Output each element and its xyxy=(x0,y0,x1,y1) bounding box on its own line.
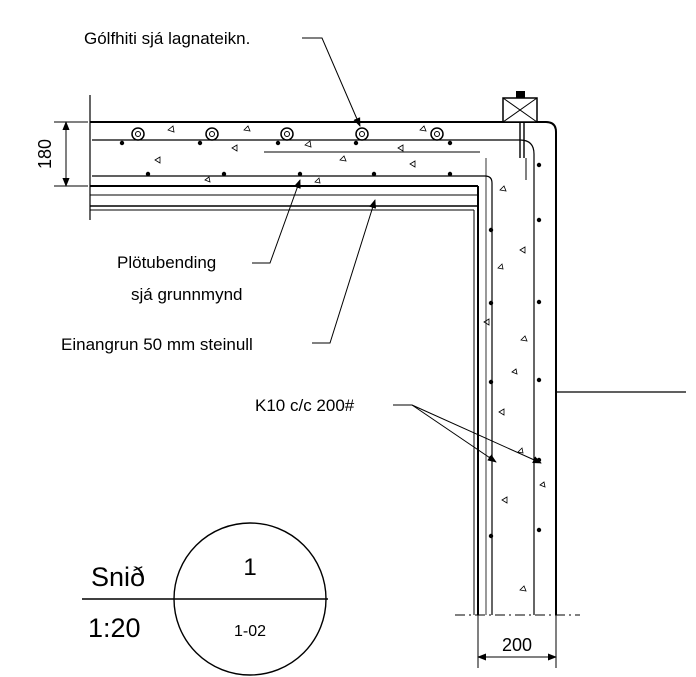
concrete-outline xyxy=(89,95,557,615)
insulation-leader xyxy=(312,199,377,344)
anchor-bolt xyxy=(502,91,538,158)
insulation-label: Einangrun 50 mm steinull xyxy=(61,335,253,354)
dimension-slab xyxy=(54,121,88,187)
reinforcement-bars xyxy=(92,139,535,615)
slab-reinforcement-leader xyxy=(252,179,301,264)
section-scale: 1:20 xyxy=(88,613,141,643)
section-title: Snið xyxy=(91,562,145,592)
insulation-layer xyxy=(90,194,478,615)
floor-heating-label: Gólfhiti sjá lagnateikn. xyxy=(84,29,250,48)
section-number: 1 xyxy=(243,554,256,581)
slab-reinforcement-label-2: sjá grunnmynd xyxy=(131,285,243,304)
dimension-wall xyxy=(455,612,580,668)
aggregate-marks xyxy=(154,125,546,592)
slab-thickness-label: 180 xyxy=(35,139,55,169)
wall-rebar-leader xyxy=(393,404,542,464)
floor-heating-leader xyxy=(302,37,361,127)
slab-reinforcement-label-1: Plötubending xyxy=(117,253,216,272)
section-marker xyxy=(82,522,328,676)
wall-thickness-label: 200 xyxy=(502,635,532,655)
floor-heating-pipes xyxy=(131,127,444,141)
wall-rebar-label: K10 c/c 200# xyxy=(255,396,355,415)
section-sheet: 1-02 xyxy=(234,623,266,640)
